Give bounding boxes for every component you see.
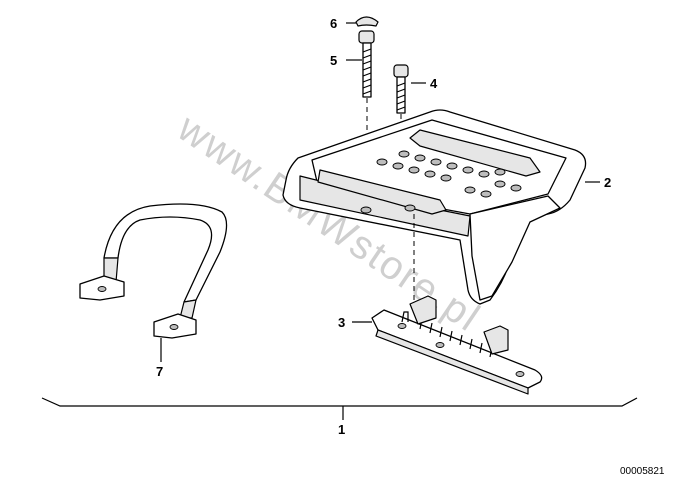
callout-label-6: 6 bbox=[330, 16, 337, 31]
document-number: 00005821 bbox=[620, 466, 665, 477]
part-2-luggage-rack bbox=[282, 109, 600, 305]
rack-holes bbox=[360, 150, 522, 214]
callout-label-2: 2 bbox=[604, 175, 611, 190]
callout-label-1: 1 bbox=[338, 422, 345, 437]
callout-label-3: 3 bbox=[338, 315, 345, 330]
part-1-assembly-bracket bbox=[41, 397, 638, 420]
callout-label-4: 4 bbox=[430, 76, 438, 91]
callout-label-5: 5 bbox=[330, 53, 337, 68]
part-7-strap bbox=[79, 203, 228, 362]
part-6-cap bbox=[346, 16, 379, 27]
part-3-mounting-plate bbox=[352, 295, 543, 395]
callout-label-7: 7 bbox=[156, 364, 163, 379]
